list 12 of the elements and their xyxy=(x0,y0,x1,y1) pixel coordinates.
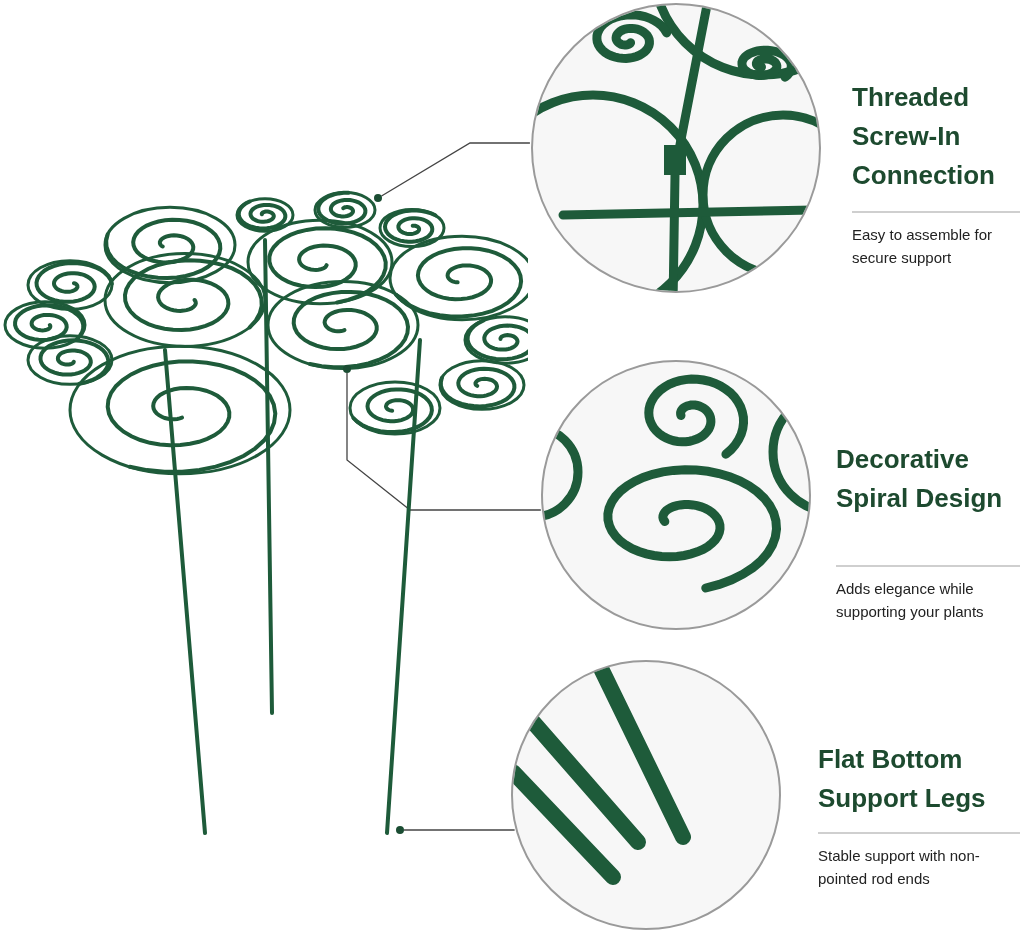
feature-heading: Decorative Spiral Design xyxy=(836,443,1004,515)
leader-dot xyxy=(374,194,382,202)
feature-heading: Flat Bottom Support Legs xyxy=(818,743,987,815)
leader-line xyxy=(346,372,542,511)
feature-heading: Threaded Screw-In Connection xyxy=(852,81,996,192)
leader-dot xyxy=(343,365,351,373)
leader-line xyxy=(403,829,516,831)
feature-description: Stable support with non-pointed rod ends xyxy=(818,846,981,889)
feature-description: Adds elegance while supporting your plants xyxy=(836,579,985,622)
feature-description: Easy to assemble for secure support xyxy=(852,225,994,268)
leader-line xyxy=(380,142,531,197)
leader-dot xyxy=(396,826,404,834)
